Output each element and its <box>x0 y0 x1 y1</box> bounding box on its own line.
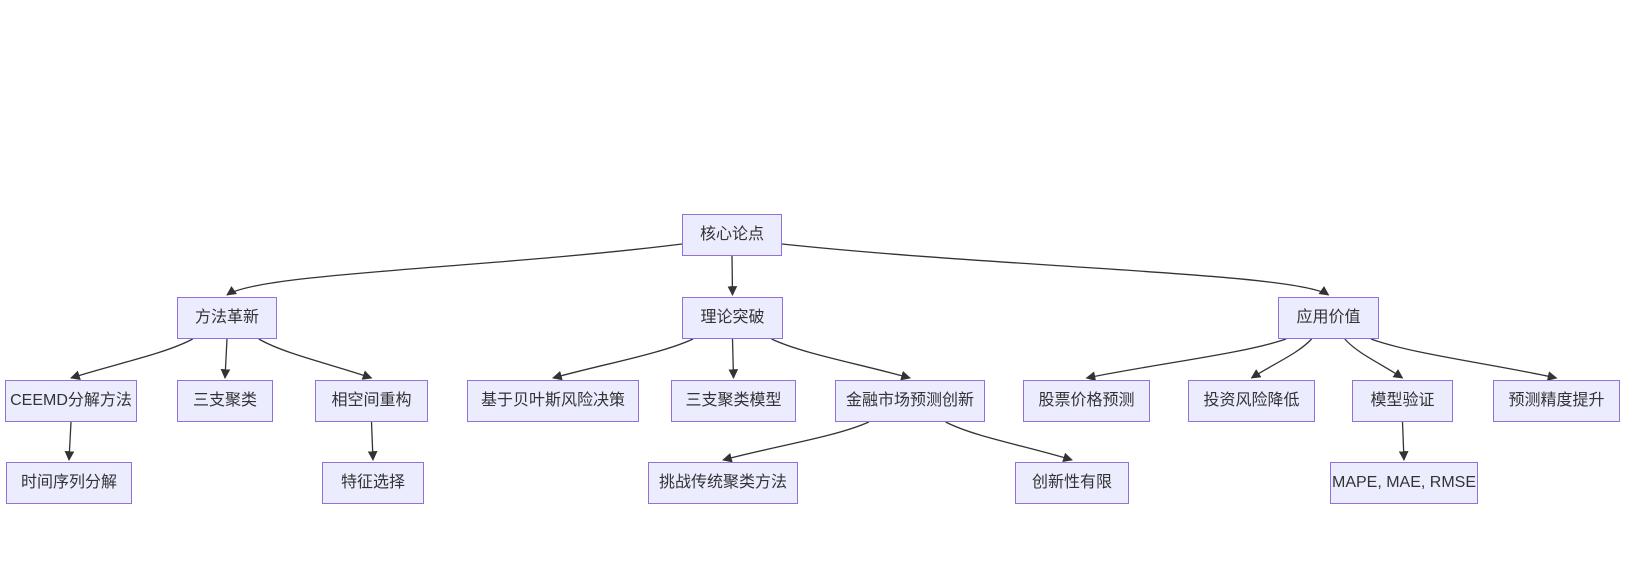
node-label-ts-decomp: 时间序列分解 <box>20 474 117 492</box>
node-label-challenge: 挑战传统聚类方法 <box>658 474 787 492</box>
node-label-feature-sel: 特征选择 <box>340 474 405 492</box>
node-label-phase-space: 相空间重构 <box>331 392 412 410</box>
node-twc-model: 三支聚类模型 <box>671 380 796 422</box>
edge-model-valid-to-metrics <box>1398 421 1409 461</box>
node-label-three-way: 三支聚类 <box>192 392 257 410</box>
edge-core-to-method <box>226 243 683 296</box>
node-risk-reduce: 投资风险降低 <box>1188 380 1315 422</box>
node-theory: 理论突破 <box>682 297 783 339</box>
node-metrics: MAPE, MAE, RMSE <box>1330 462 1478 504</box>
node-method: 方法革新 <box>177 297 277 339</box>
edge-fin-market-to-limited-innov <box>945 421 1073 463</box>
node-challenge: 挑战传统聚类方法 <box>648 462 798 504</box>
node-label-model-valid: 模型验证 <box>1370 392 1435 410</box>
edge-theory-to-fin-market <box>771 338 911 381</box>
node-phase-space: 相空间重构 <box>315 380 428 422</box>
node-accuracy: 预测精度提升 <box>1493 380 1620 422</box>
edge-application-to-model-valid <box>1344 338 1404 379</box>
edge-method-to-three-way <box>220 338 231 379</box>
edge-theory-to-twc-model <box>728 338 739 379</box>
node-feature-sel: 特征选择 <box>322 462 424 504</box>
node-label-application: 应用价值 <box>1296 309 1361 327</box>
edge-phase-space-to-feature-sel <box>367 421 378 461</box>
edge-core-to-theory <box>727 255 738 296</box>
node-label-risk-reduce: 投资风险降低 <box>1203 392 1300 410</box>
edge-application-to-accuracy <box>1370 338 1558 381</box>
node-label-limited-innov: 创新性有限 <box>1031 474 1112 492</box>
node-label-metrics: MAPE, MAE, RMSE <box>1331 474 1477 492</box>
node-three-way: 三支聚类 <box>177 380 273 422</box>
edge-ceemd-to-ts-decomp <box>64 421 75 461</box>
node-ts-decomp: 时间序列分解 <box>6 462 132 504</box>
node-label-bayesian: 基于贝叶斯风险决策 <box>480 392 625 410</box>
node-bayesian: 基于贝叶斯风险决策 <box>467 380 639 422</box>
edge-core-to-application <box>781 243 1330 296</box>
node-label-method: 方法革新 <box>194 309 259 327</box>
node-label-twc-model: 三支聚类模型 <box>685 392 782 410</box>
node-core: 核心论点 <box>682 214 782 256</box>
node-model-valid: 模型验证 <box>1352 380 1453 422</box>
edge-application-to-stock-pred <box>1085 338 1287 381</box>
edge-fin-market-to-challenge <box>722 421 870 463</box>
edge-method-to-phase-space <box>258 338 373 380</box>
node-stock-pred: 股票价格预测 <box>1023 380 1150 422</box>
edge-application-to-risk-reduce <box>1250 338 1313 379</box>
node-ceemd: CEEMD分解方法 <box>5 380 137 422</box>
node-label-ceemd: CEEMD分解方法 <box>10 392 132 410</box>
edge-method-to-ceemd <box>70 338 193 380</box>
node-label-core: 核心论点 <box>699 226 764 244</box>
node-label-accuracy: 预测精度提升 <box>1508 392 1605 410</box>
node-limited-innov: 创新性有限 <box>1015 462 1129 504</box>
node-fin-market: 金融市场预测创新 <box>835 380 985 422</box>
node-label-theory: 理论突破 <box>700 309 765 327</box>
node-application: 应用价值 <box>1278 297 1379 339</box>
edge-theory-to-bayesian <box>552 338 694 381</box>
node-label-stock-pred: 股票价格预测 <box>1038 392 1135 410</box>
node-label-fin-market: 金融市场预测创新 <box>845 392 974 410</box>
